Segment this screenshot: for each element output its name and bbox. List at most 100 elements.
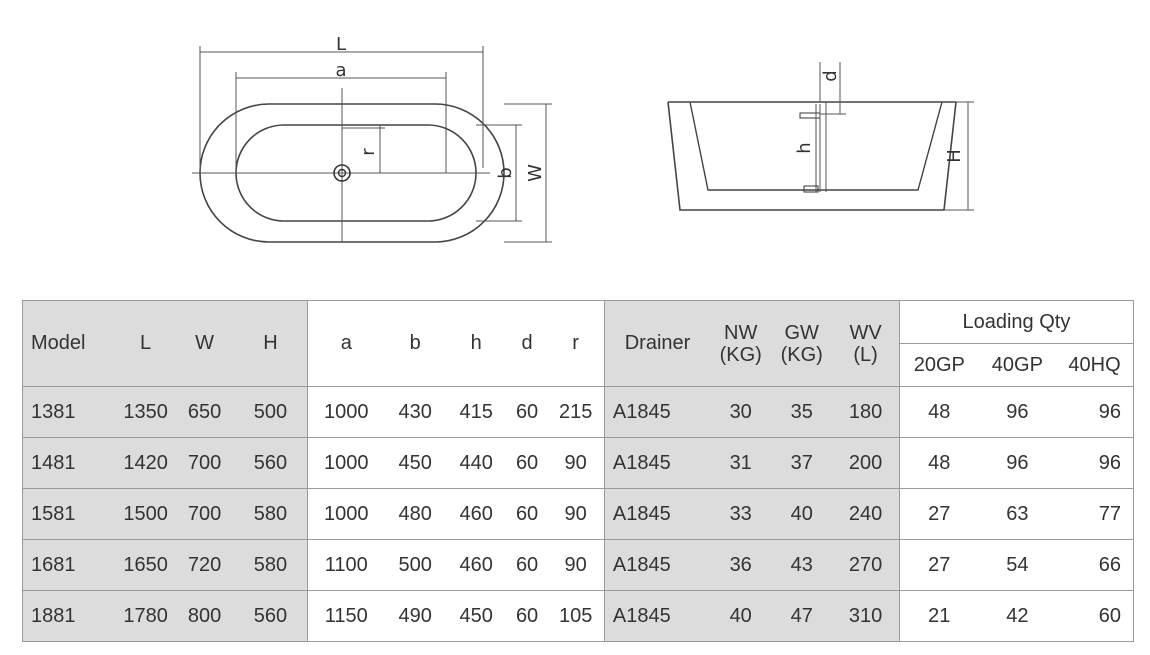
cell-L: 1650 — [116, 539, 176, 591]
cell-d: 60 — [506, 590, 548, 642]
cell-h: 440 — [445, 437, 507, 489]
cell-model: 1581 — [22, 488, 117, 540]
cell-r: 90 — [547, 437, 605, 489]
cell-20gp: 27 — [898, 488, 979, 540]
cell-nw: 36 — [710, 539, 772, 591]
cell-drainer: A1845 — [603, 590, 711, 642]
cell-40gp: 63 — [978, 488, 1057, 540]
cell-b: 480 — [384, 488, 446, 540]
header-b: b — [384, 300, 446, 387]
header-40hq: 40HQ — [1056, 343, 1134, 387]
cell-W: 700 — [175, 488, 235, 540]
cell-drainer: A1845 — [603, 488, 711, 540]
cell-40hq: 66 — [1056, 539, 1134, 591]
cell-gw: 40 — [771, 488, 833, 540]
header-nw-label: NW — [724, 321, 758, 344]
cell-drainer: A1845 — [603, 386, 711, 438]
cell-H: 560 — [234, 590, 308, 642]
cell-a: 1000 — [306, 386, 385, 438]
cell-h: 450 — [445, 590, 507, 642]
header-40gp: 40GP — [978, 343, 1057, 387]
header-wv-unit: (L) — [853, 343, 878, 366]
cell-20gp: 27 — [898, 539, 979, 591]
cell-nw: 30 — [710, 386, 772, 438]
header-W: W — [175, 300, 235, 387]
label-d: d — [820, 70, 841, 81]
header-drainer: Drainer — [603, 300, 711, 387]
cell-d: 60 — [506, 437, 548, 489]
header-gw-label: GW — [784, 321, 819, 344]
header-r: r — [547, 300, 605, 387]
cell-gw: 37 — [771, 437, 833, 489]
label-h: h — [794, 142, 815, 153]
cell-d: 60 — [506, 488, 548, 540]
header-20gp: 20GP — [898, 343, 979, 387]
cell-H: 580 — [234, 488, 308, 540]
header-a: a — [306, 300, 385, 387]
cell-b: 500 — [384, 539, 446, 591]
cell-h: 460 — [445, 488, 507, 540]
outer-shell — [667, 101, 957, 211]
label-b: b — [495, 167, 516, 178]
cell-wv: 270 — [832, 539, 900, 591]
cell-r: 90 — [547, 539, 605, 591]
cell-model: 1881 — [22, 590, 117, 642]
drain-inner — [337, 168, 347, 178]
header-nw-unit: (KG) — [719, 343, 762, 366]
bathtub-side-view-diagram: d h H — [667, 62, 974, 211]
drain-pipe — [803, 185, 819, 193]
header-nw: NW (KG) — [710, 300, 772, 387]
cell-L: 1780 — [116, 590, 176, 642]
cell-model: 1481 — [22, 437, 117, 489]
spec-table: Model L W H a b h d r Drainer NW (KG) GW… — [22, 300, 1134, 642]
cell-d: 60 — [506, 386, 548, 438]
cell-L: 1420 — [116, 437, 176, 489]
cell-nw: 40 — [710, 590, 772, 642]
label-a: a — [335, 60, 346, 81]
cell-nw: 31 — [710, 437, 772, 489]
cell-40gp: 54 — [978, 539, 1057, 591]
cell-nw: 33 — [710, 488, 772, 540]
header-wv-label: WV — [849, 321, 882, 344]
header-d: d — [506, 300, 548, 387]
cell-drainer: A1845 — [603, 437, 711, 489]
cell-40hq: 60 — [1056, 590, 1134, 642]
cell-40gp: 42 — [978, 590, 1057, 642]
cell-h: 415 — [445, 386, 507, 438]
cell-h: 460 — [445, 539, 507, 591]
cell-H: 580 — [234, 539, 308, 591]
inner-basin-profile — [689, 101, 943, 191]
cell-wv: 180 — [832, 386, 900, 438]
label-H: H — [944, 149, 965, 163]
cell-40gp: 96 — [978, 386, 1057, 438]
cell-a: 1000 — [306, 437, 385, 489]
label-r: r — [358, 148, 379, 156]
cell-20gp: 48 — [898, 437, 979, 489]
cell-model: 1381 — [22, 386, 117, 438]
cell-20gp: 48 — [898, 386, 979, 438]
cell-a: 1000 — [306, 488, 385, 540]
cell-wv: 200 — [832, 437, 900, 489]
header-loading-qty: Loading Qty — [898, 300, 1134, 344]
cell-H: 500 — [234, 386, 308, 438]
cell-40hq: 96 — [1056, 437, 1134, 489]
bathtub-top-view-diagram: L a r b W — [192, 34, 552, 243]
cell-wv: 240 — [832, 488, 900, 540]
overflow — [799, 112, 821, 119]
cell-40gp: 96 — [978, 437, 1057, 489]
cell-20gp: 21 — [898, 590, 979, 642]
cell-W: 800 — [175, 590, 235, 642]
cell-b: 450 — [384, 437, 446, 489]
cell-W: 720 — [175, 539, 235, 591]
cell-r: 90 — [547, 488, 605, 540]
cell-W: 700 — [175, 437, 235, 489]
header-h: h — [445, 300, 507, 387]
cell-b: 490 — [384, 590, 446, 642]
cell-wv: 310 — [832, 590, 900, 642]
header-wv: WV (L) — [832, 300, 900, 387]
